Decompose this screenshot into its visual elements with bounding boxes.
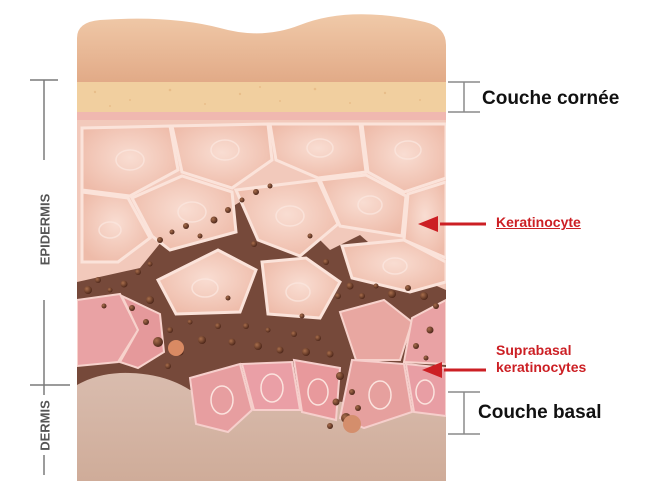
epidermis-label: EPIDERMIS <box>38 180 53 280</box>
stratum-corneum-label: Couche cornée <box>482 88 619 110</box>
basal-bracket <box>448 392 480 434</box>
skin-surface <box>77 14 446 85</box>
corneum-bracket <box>448 82 480 112</box>
suprabasal-label-line2: keratinocytes <box>496 359 586 375</box>
stratum-corneum-band <box>77 82 446 112</box>
dermis-label: DERMIS <box>38 376 53 476</box>
keratinocyte-label: Keratinocyte <box>496 214 581 230</box>
corneum-boundary <box>77 112 446 120</box>
suprabasal-label-line1: Suprabasal <box>496 342 571 358</box>
basal-layer-label: Couche basal <box>478 402 602 424</box>
